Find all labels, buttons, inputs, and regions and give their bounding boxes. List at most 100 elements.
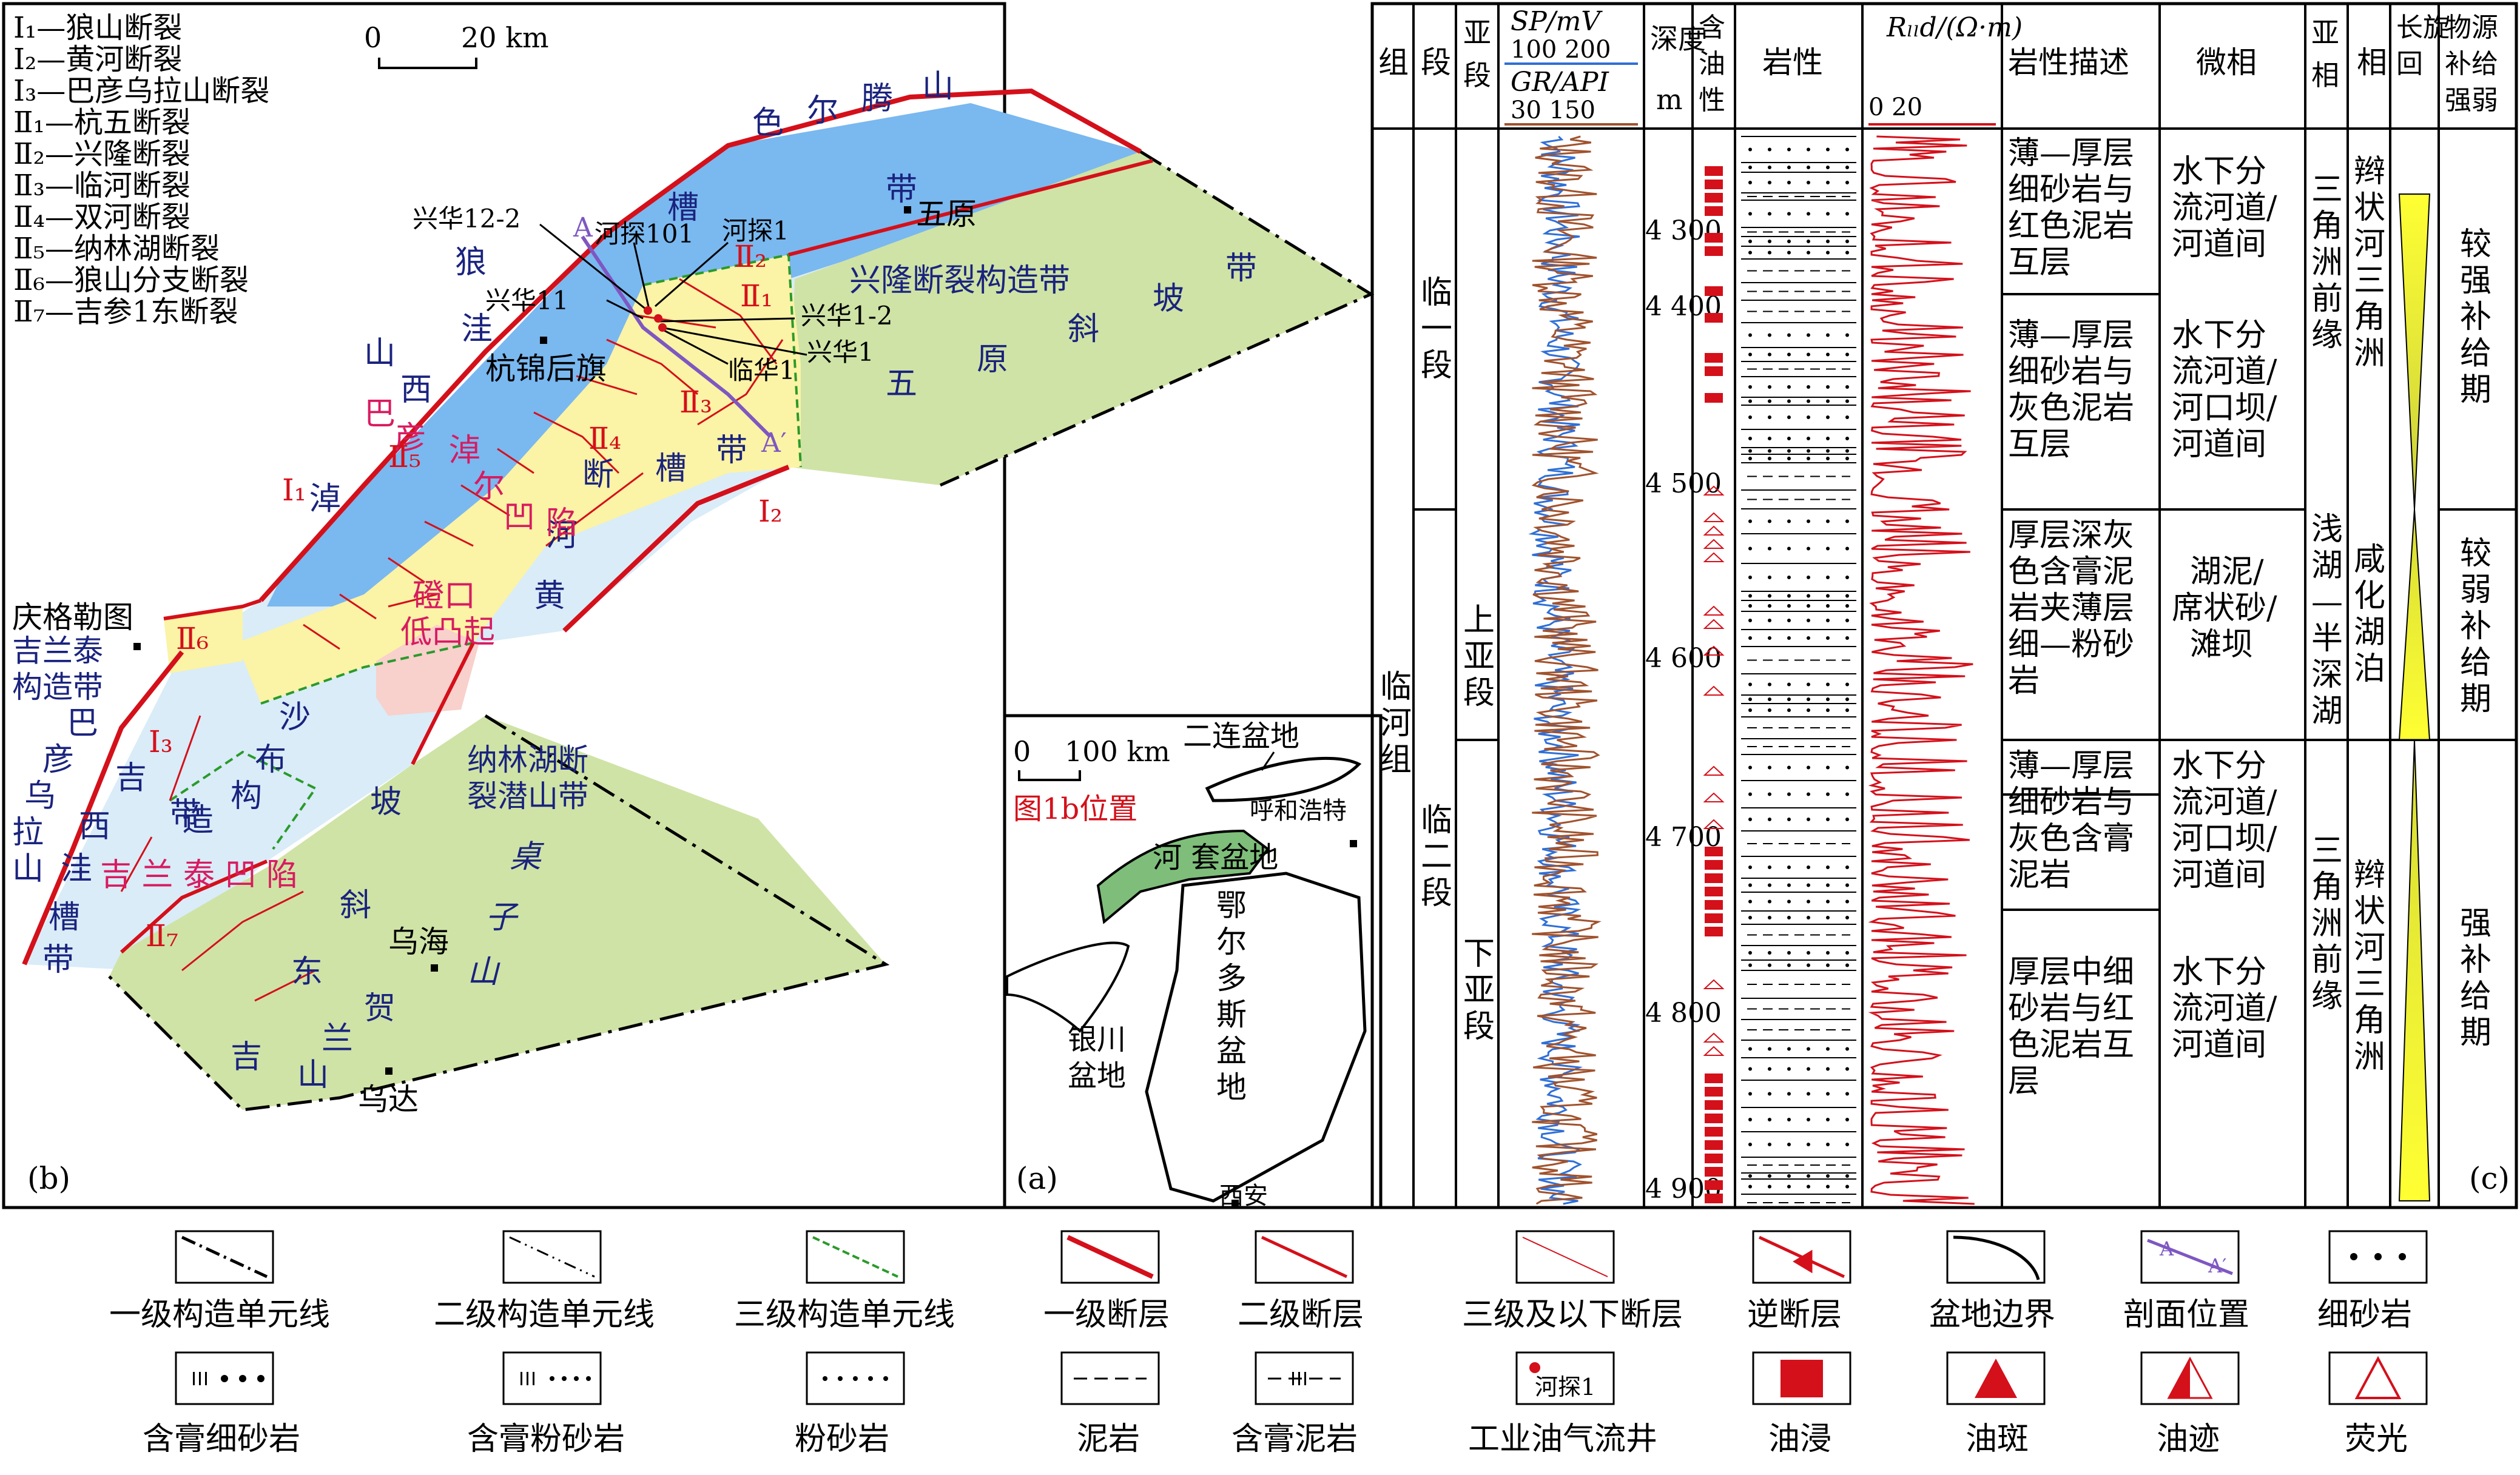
oil-immersed-mark [1705,166,1723,176]
region-seerteng-s: 色 [752,105,784,141]
region-jilantai-sag: 吉 兰 泰 凹 陷 [100,857,298,893]
litho-dot [1807,636,1810,640]
header-duan: 段 [1421,45,1451,80]
well-hetan1: 河探1 [722,216,789,246]
oil-immersed-mark [1705,1114,1723,1123]
litho-dot [1787,865,1791,869]
region-nalinhu-1: 纳林湖断 [467,742,588,778]
region-duan: 断 [582,457,614,493]
litho-dot [1826,682,1830,687]
header-rlld: Rₗₗd/(Ω·m) [1886,12,2023,43]
litho-dot [1748,1047,1752,1051]
oil-immersed-mark [1705,1167,1723,1177]
svg-text:下: 下 [1463,936,1495,972]
svg-text:状: 状 [2354,893,2385,930]
svg-text:A′: A′ [2208,1254,2226,1277]
sp-gr-curves [1528,135,1602,1205]
litho-dot [1787,166,1791,169]
litho-dot [1826,457,1830,460]
litho-dot [1807,250,1810,255]
svg-text:状: 状 [2354,190,2385,226]
litho-dot [1748,1174,1752,1178]
oil-immersed-mark [1705,1087,1723,1097]
litho-dot [1768,240,1771,243]
svg-text:洲: 洲 [2354,335,2385,372]
svg-text:0: 0 [364,21,382,54]
litho-dot [1748,415,1752,419]
litho-dot [1845,636,1849,640]
litho-dot [1787,765,1791,770]
inset-erlian: 二连盆地 [1183,719,1299,753]
svg-text:水下分: 水下分 [2172,317,2266,354]
legend-item: 逆断层 [1747,1297,1842,1333]
oil-immersed-mark [1705,313,1723,323]
litho-dot [1768,250,1771,255]
litho-dot [1826,1067,1830,1071]
header-depth: 深度 [1650,22,1706,55]
litho-dot [1826,212,1830,216]
litho-dot [1748,519,1752,523]
well-xinghua12-2: 兴华12-2 [413,204,521,234]
litho-dot [1768,352,1771,357]
region-langshan-lang: 狼 [455,244,487,281]
region-east-dong: 东 [291,954,323,990]
litho-dot [1807,682,1810,687]
legend-item: 三级构造单元线 [734,1297,955,1333]
legend-item: 油迹 [2157,1421,2220,1457]
litho-dot [1826,792,1830,796]
oil-immersed-mark [1705,847,1723,856]
region-seerteng-shan: 山 [922,69,954,105]
region-jilantai-1: 吉兰泰 [12,633,103,668]
litho-dot [1768,576,1771,579]
litho-dot [1807,352,1810,357]
oil-immersed-mark [1705,900,1723,910]
region-cao2: 槽 [655,451,687,487]
fault-label-II7: Ⅱ₇ [146,918,178,953]
svg-text:色泥岩互: 色泥岩互 [2008,1027,2134,1063]
litho-dot [1787,1143,1791,1146]
oil-immersed-mark [1705,180,1723,189]
litho-dot [1826,951,1830,955]
litho-dot [1826,576,1830,579]
litho-dot [1787,916,1791,919]
svg-text:盆: 盆 [1216,1033,1247,1069]
svg-text:水下分: 水下分 [2172,954,2266,990]
litho-dot [1748,333,1752,337]
litho-dot [1807,519,1810,523]
litho-dot [1807,457,1810,460]
litho-dot [1845,697,1849,701]
fluorescence-mark [1703,792,1725,802]
svg-text:半: 半 [2311,620,2343,657]
place-hangjinhouqi: 杭锦后旗 [485,351,607,386]
gr-curve [1531,135,1602,1205]
litho-dot [1787,519,1791,523]
svg-text:湖: 湖 [2311,693,2343,730]
litho-dot [1826,604,1830,608]
litho-dot [1768,697,1771,701]
oil-immersed-mark [1705,1100,1723,1110]
litho-dot [1768,818,1771,821]
legend-item: 含膏泥岩 [1231,1421,1358,1457]
oil-immersed-mark [1705,206,1723,216]
litho-dot [1768,546,1771,551]
litho-dot [1845,399,1849,403]
litho-dot [1807,181,1810,184]
fluorescence-mark [1703,979,1725,989]
svg-text:洲: 洲 [2354,1039,2385,1075]
svg-text:缘: 缘 [2311,978,2343,1015]
litho-dot [1748,636,1752,640]
svg-text:水下分: 水下分 [2172,153,2266,190]
litho-dot [1748,899,1752,904]
litho-dot [1787,352,1791,357]
litho-dot [1845,1184,1849,1189]
oil-immersed-mark [1705,860,1723,870]
legend-item: 粉砂岩 [795,1421,889,1457]
legend-item: 泥岩 [1077,1421,1140,1457]
svg-text:地: 地 [1216,1070,1247,1105]
svg-text:亚: 亚 [1463,639,1495,675]
litho-dot [1787,604,1791,608]
svg-text:鄂: 鄂 [1216,888,1247,923]
svg-text:弱: 弱 [2460,572,2491,608]
svg-text:补: 补 [2460,942,2491,978]
litho-dot [1768,147,1771,152]
